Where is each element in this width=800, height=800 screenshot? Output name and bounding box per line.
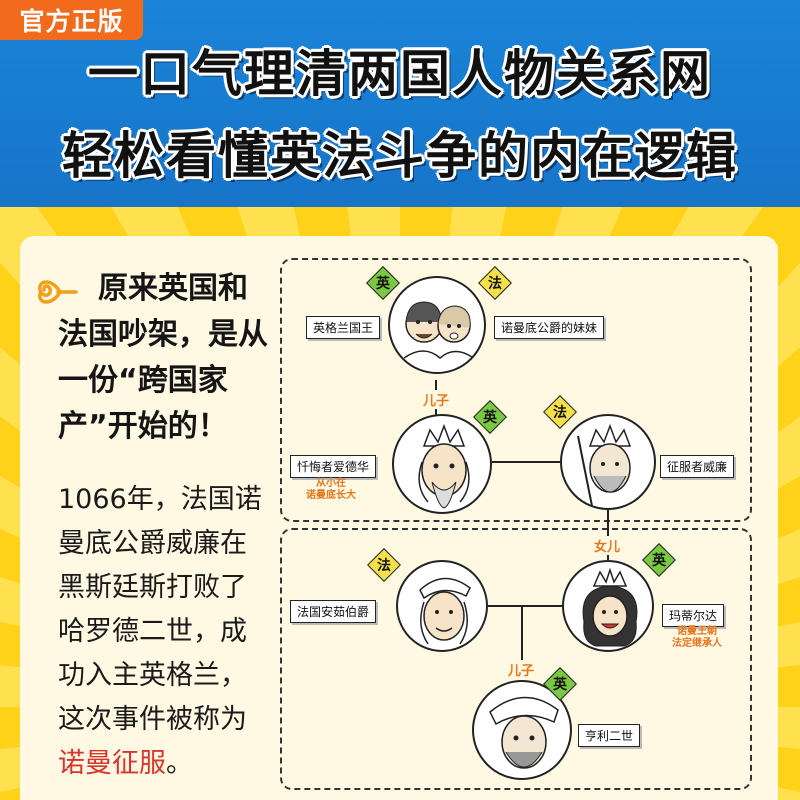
portrait-matilda — [562, 560, 654, 652]
label-william: 征服者威廉 — [660, 455, 735, 478]
lower-family-group — [280, 528, 752, 790]
portrait-anjou — [396, 560, 488, 652]
upper-family-group — [280, 258, 752, 522]
headline-line-2: 轻松看懂英法斗争的内在逻辑 — [62, 127, 738, 185]
relation-son-2: 儿子 — [508, 660, 535, 679]
relation-daughter: 女儿 — [594, 536, 621, 555]
body-paragraph: 1066年，法国诺曼底公爵威廉在黑斯廷斯打败了哈罗德二世，成功入主英格兰，这次事… — [58, 478, 272, 786]
headline-line-1: 一口气理清两国人物关系网 — [88, 45, 712, 103]
swirl-ornament-icon — [38, 280, 78, 304]
label-edward: 忏悔者爱德华 — [290, 455, 377, 478]
edward-note-line-2: 诺曼底长大 — [306, 490, 356, 501]
official-badge: 官方正版 — [0, 0, 143, 40]
label-henry: 亨利二世 — [578, 724, 641, 747]
body-text-main: 1066年，法国诺曼底公爵威廉在黑斯廷斯打败了哈罗德二世，成功入主英格兰，这次事… — [58, 484, 262, 735]
header-banner: 官方正版 一口气理清两国人物关系网 轻松看懂英法斗争的内在逻辑 — [0, 0, 800, 207]
edward-note: 从小在 诺曼底长大 — [306, 478, 356, 502]
edward-note-line-1: 从小在 — [316, 478, 346, 489]
portrait-royal-couple — [388, 276, 486, 374]
portrait-william — [560, 414, 656, 510]
matilda-note: 诺曼王朝 法定继承人 — [672, 626, 722, 650]
label-anjou: 法国安茹伯爵 — [290, 600, 377, 623]
norman-conquest-highlight: 诺曼征服 — [58, 748, 166, 779]
label-norman-duke-sister: 诺曼底公爵的妹妹 — [494, 316, 605, 339]
lead-paragraph: 原来英国和法国吵架，是从一份“跨国家产”开始的！ — [58, 271, 268, 444]
portrait-edward — [392, 414, 492, 514]
label-king-of-england: 英格兰国王 — [306, 316, 381, 339]
label-matilda: 玛蒂尔达 — [662, 604, 725, 627]
body-text-end: 。 — [166, 748, 193, 779]
matilda-note-line-2: 法定继承人 — [672, 638, 722, 649]
relation-son-1: 儿子 — [423, 390, 450, 409]
matilda-note-line-1: 诺曼王朝 — [677, 626, 717, 637]
